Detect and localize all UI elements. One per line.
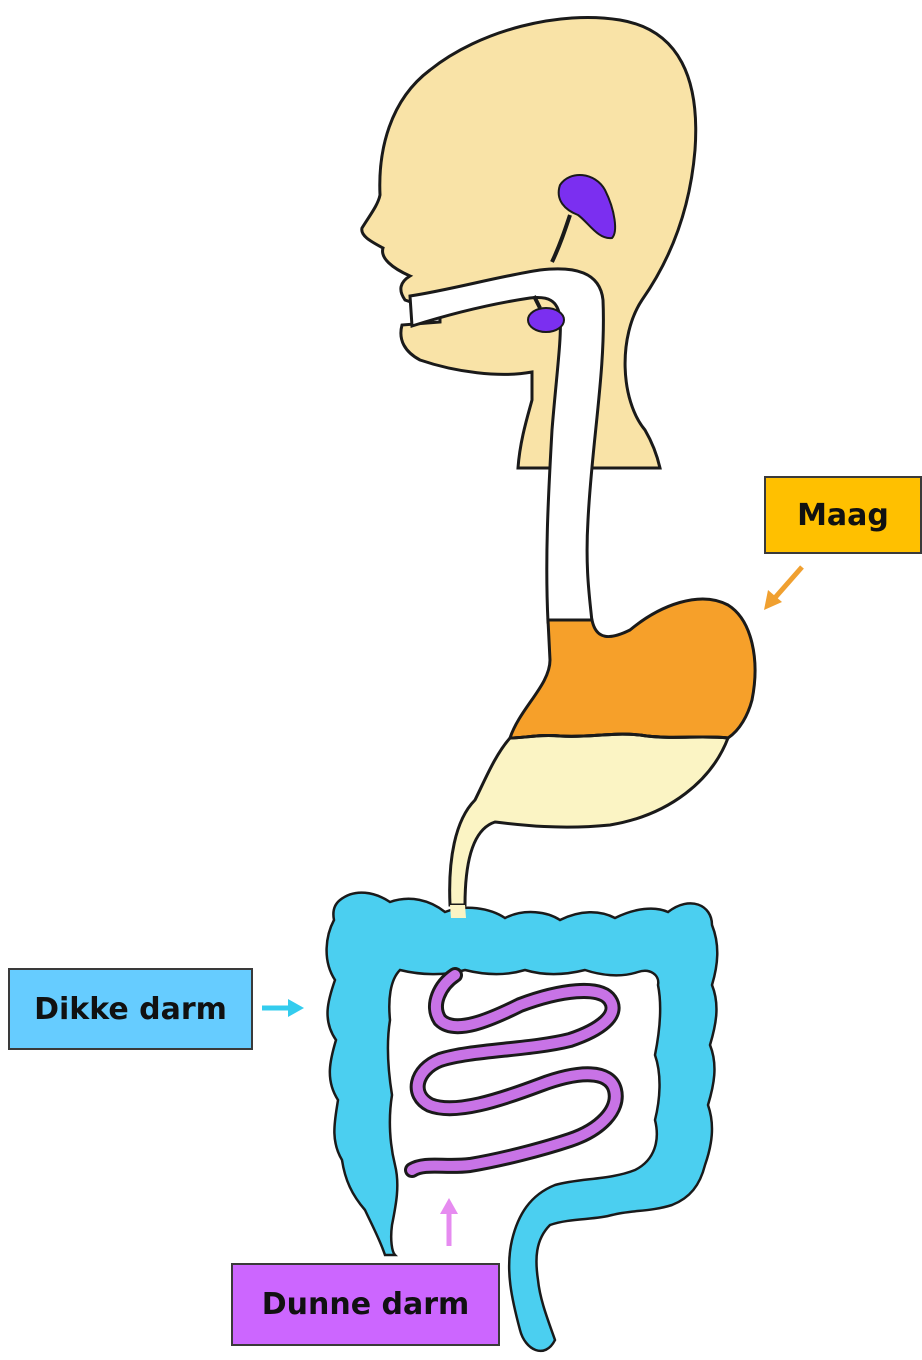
stomach-arrow — [764, 567, 802, 610]
salivary-gland-lower — [528, 308, 564, 332]
large-intestine-arrow — [262, 999, 304, 1017]
stomach-label: Maag — [764, 476, 922, 554]
small-intestine-arrow — [440, 1198, 458, 1246]
stomach-lower — [450, 734, 728, 905]
small-intestine-label: Dunne darm — [231, 1263, 500, 1346]
head — [362, 17, 696, 468]
large-intestine-label: Dikke darm — [8, 968, 253, 1050]
duodenum — [450, 905, 466, 918]
stomach-upper — [510, 599, 755, 738]
